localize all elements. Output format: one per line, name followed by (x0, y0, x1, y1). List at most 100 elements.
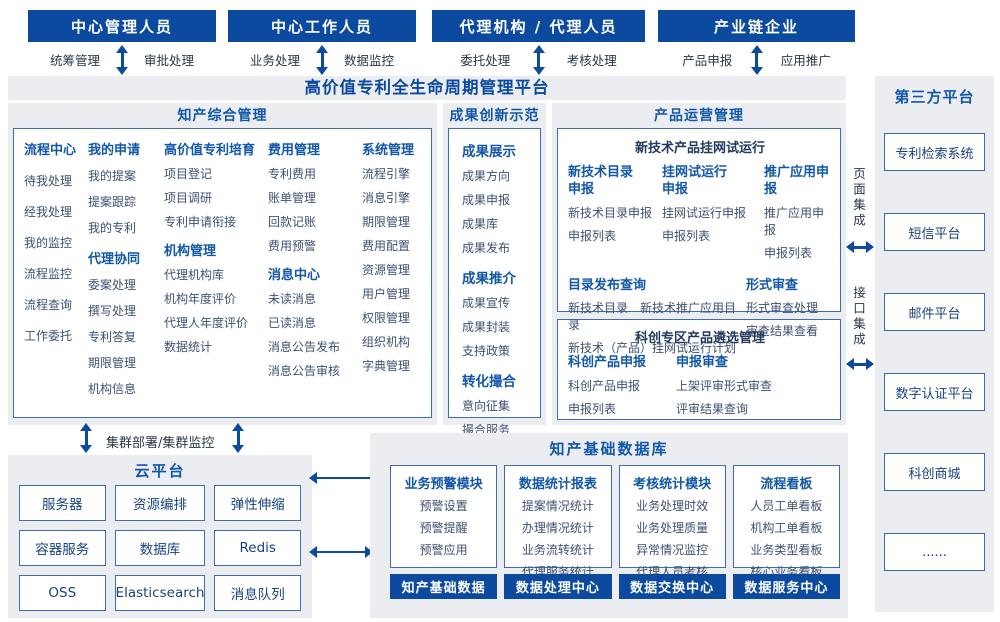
menu-item: 费用预警 (268, 239, 317, 253)
cloud-service-box: OSS (19, 575, 106, 611)
menu-item: 意向征集 (462, 399, 511, 413)
group-header: 机构管理 (164, 244, 217, 259)
role-header: 代理机构 / 代理人员 (432, 10, 645, 42)
module-footer: 数据交换中心 (618, 574, 726, 599)
menu-item: 支持政策 (462, 344, 511, 358)
module-title: 流程看板 (760, 477, 813, 492)
menu-item: 提案跟踪 (88, 195, 137, 209)
section-title: 知产综合管理 (177, 108, 268, 124)
role-activity-label: 审批处理 (143, 53, 194, 68)
double-arrow-vertical-icon (750, 45, 763, 75)
menu-group: 目录发布查询新技术目录 新技术推广应用目录新技术（产品）挂网试运行计划 (568, 274, 746, 356)
double-arrow-horizontal-icon (846, 241, 874, 253)
menu-item: 消息公告发布 (268, 340, 341, 354)
section-ip-management: 知产综合管理 流程中心待我处理经我处理我的监控流程监控流程查询工作委托 我的申请… (8, 103, 437, 425)
role-activity-label: 委托处理 (460, 53, 511, 68)
role-group-industry-chain: 产业链企业 产品申报 应用推广 (658, 10, 855, 75)
group-header: 成果推介 (462, 271, 516, 287)
menu-item: 已读消息 (268, 316, 317, 330)
module-items: 业务处理时效业务处理质量异常情况监控代理人员考核 (620, 497, 725, 580)
menu-item: 撰写处理 (88, 304, 137, 318)
module-items: 提案情况统计办理情况统计业务流转统计代理服务统计 (505, 497, 610, 580)
role-header: 中心管理人员 (28, 10, 216, 42)
selection-box: 科创专区产品遴选管理 科创产品申报科创产品申报申报列表 申报审查上架评审形式审查… (557, 319, 841, 420)
third-party-box: ...... (884, 533, 985, 571)
group-header: 代理协同 (88, 252, 141, 267)
role-header: 中心工作人员 (228, 10, 416, 42)
module-footer: 数据服务中心 (732, 574, 840, 599)
section-achievement: 成果创新示范 成果展示成果方向成果申报成果库成果发布成果推介成果宣传成果封装支持… (443, 103, 546, 461)
menu-item: 科创产品申报 (568, 379, 641, 393)
menu-column: 新技术目录 申报新技术目录申报申报列表 (568, 164, 662, 261)
module-item: 预警提醒 (419, 521, 468, 535)
third-party-box: 专利检索系统 (884, 133, 985, 171)
group-header: 成果展示 (462, 144, 516, 160)
module-box: 业务预警模块 预警设置预警提醒预警应用 (390, 465, 498, 568)
double-arrow-horizontal-icon (309, 546, 373, 558)
menu-item: 费用配置 (362, 239, 411, 253)
third-party-box: 短信平台 (884, 213, 985, 251)
group-header: 流程中心 (24, 143, 77, 158)
menu-item: 项目登记 (164, 167, 213, 181)
group-header: 形式审查 (746, 278, 799, 293)
cloud-service-box: 消息队列 (214, 575, 301, 611)
double-arrow-vertical-icon (116, 45, 128, 75)
module-box: 流程看板 人员工单看板机构工单看板业务类型看板核心业务看板 (732, 465, 840, 579)
menu-item: 期限管理 (362, 215, 411, 229)
group-header: 挂网试运行 申报 (662, 165, 728, 197)
module-item: 业务处理时效 (636, 499, 709, 513)
section-product-ops: 产品运营管理 新技术产品挂网试运行 新技术目录 申报新技术目录申报申报列表 挂网… (552, 103, 846, 425)
left-arrow-icon (309, 472, 373, 484)
menu-item: 推广应用申报 (764, 206, 825, 237)
database-panel: 知产基础数据库 业务预警模块 预警设置预警提醒预警应用 知产基础数据 数据统计报… (370, 433, 848, 618)
module-footer: 数据处理中心 (504, 574, 612, 599)
role-group-agencies: 代理机构 / 代理人员 委托处理 考核处理 (432, 10, 645, 75)
integration-label-api: 接口集成 (851, 286, 866, 348)
database-module: 考核统计模块 业务处理时效业务处理质量异常情况监控代理人员考核 数据交换中心 (618, 465, 726, 599)
menu-column: 系统管理流程引擎消息引擎期限管理费用配置资源管理用户管理权限管理组织机构字典管理 (362, 139, 427, 417)
menu-item: 专利费用 (268, 167, 317, 181)
menu-item: 项目调研 (164, 191, 213, 205)
menu-item: 挂网试运行申报 (662, 206, 747, 220)
third-party-title: 第三方平台 (894, 88, 975, 106)
menu-item: 数据统计 (164, 340, 213, 354)
menu-item: 申报列表 (662, 229, 711, 243)
group-header: 高价值专利培育 (164, 143, 256, 158)
module-item: 提案情况统计 (521, 499, 594, 513)
menu-item: 专利答复 (88, 330, 137, 344)
menu-item: 流程监控 (24, 267, 73, 281)
menu-item: 机构年度评价 (164, 292, 237, 306)
menu-item: 我的监控 (24, 236, 73, 250)
group-header: 费用管理 (268, 143, 321, 158)
menu-item: 待我处理 (24, 174, 73, 188)
role-group-center-managers: 中心管理人员 统筹管理 审批处理 (28, 10, 216, 75)
cloud-service-box: 弹性伸缩 (214, 485, 301, 521)
menu-item: 新技术目录申报 (568, 206, 653, 220)
menu-item: 字典管理 (362, 359, 411, 373)
menu-item: 审查结果查看 (746, 324, 819, 338)
third-party-box: 数字认证平台 (884, 373, 985, 411)
menu-item: 我的提案 (88, 169, 137, 183)
role-header: 产业链企业 (658, 10, 855, 42)
database-module: 业务预警模块 预警设置预警提醒预警应用 知产基础数据 (390, 465, 498, 599)
module-item: 机构工单看板 (750, 521, 823, 535)
menu-item: 代理机构库 (164, 268, 225, 282)
achievement-box: 成果展示成果方向成果申报成果库成果发布成果推介成果宣传成果封装支持政策转化撮合意… (448, 128, 541, 461)
group-header: 目录发布查询 (568, 278, 647, 293)
double-arrow-horizontal-icon (846, 358, 874, 370)
menu-item: 组织机构 (362, 335, 411, 349)
module-item: 预警设置 (419, 499, 468, 513)
cluster-label: 集群部署/集群监控 (106, 436, 215, 451)
database-module: 数据统计报表 提案情况统计办理情况统计业务流转统计代理服务统计 数据处理中心 (504, 465, 612, 599)
third-party-box: 科创商城 (884, 453, 985, 491)
menu-item: 消息公告审核 (268, 364, 341, 378)
menu-item: 委案处理 (88, 278, 137, 292)
menu-item: 机构信息 (88, 382, 137, 396)
menu-item: 形式审查处理 (746, 301, 819, 315)
menu-item: 成果封装 (462, 320, 511, 334)
cloud-service-box: Elasticsearch (114, 575, 206, 611)
module-title: 数据统计报表 (518, 477, 597, 492)
platform-container: 高价值专利全生命周期管理平台 知产综合管理 流程中心待我处理经我处理我的监控流程… (8, 76, 846, 461)
cloud-service-box: 容器服务 (19, 530, 106, 566)
